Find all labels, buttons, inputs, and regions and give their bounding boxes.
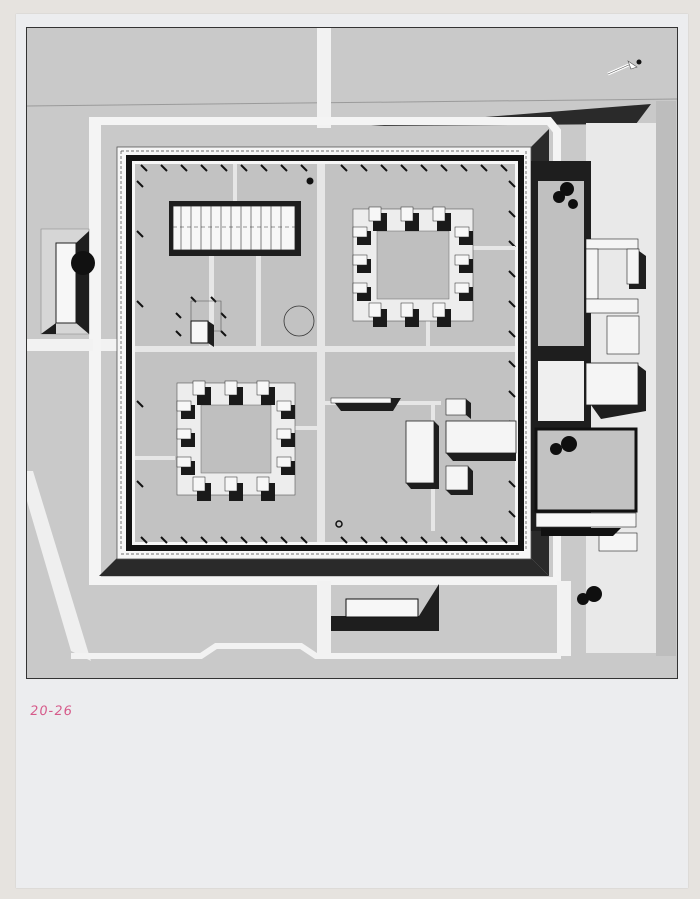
circular-plaza	[283, 305, 315, 337]
pavilion	[175, 296, 227, 347]
tree-icon	[71, 251, 95, 275]
handwritten-annotation: 20-26	[28, 704, 74, 719]
site-plan-drawing	[26, 27, 678, 679]
central-community-building	[330, 397, 517, 495]
south-courtyard-block	[176, 380, 296, 501]
longitudinal-bar-building	[169, 201, 301, 256]
east-wing	[531, 161, 646, 552]
north-arrow-icon	[607, 59, 642, 76]
trees	[550, 182, 602, 605]
north-path	[317, 28, 331, 128]
north-courtyard-block	[352, 206, 474, 327]
gate-house-west	[40, 228, 95, 335]
south-gate-building	[331, 584, 439, 631]
